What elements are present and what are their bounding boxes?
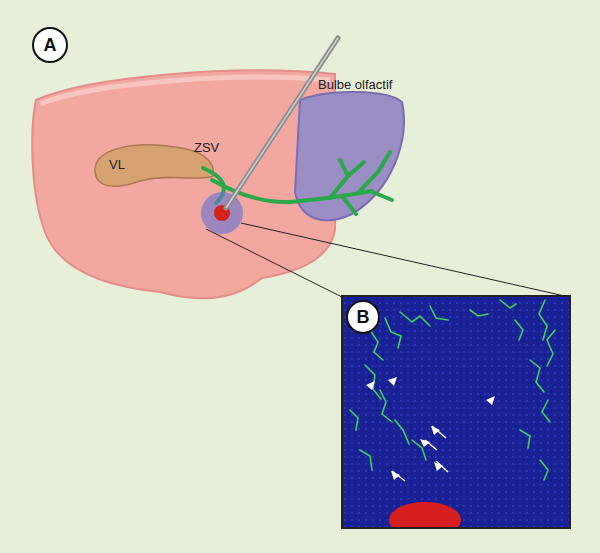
brain-outline xyxy=(32,70,335,298)
needle xyxy=(226,38,338,208)
panel-letter: A xyxy=(44,35,57,56)
panel-letter-circle: A xyxy=(32,27,68,63)
structure-label: Bulbe olfactif xyxy=(318,78,392,92)
structure-label: ZSV xyxy=(194,141,219,155)
panel-letter-circle: B xyxy=(346,300,380,334)
brain-highlight xyxy=(40,77,330,104)
structure-label: VL xyxy=(109,158,125,172)
injection-halo xyxy=(201,192,243,234)
zoom-line xyxy=(206,229,342,297)
needle-shine xyxy=(226,38,338,208)
zoom-line xyxy=(241,223,569,297)
inset-frame xyxy=(342,296,570,528)
panel-letter: B xyxy=(357,307,370,328)
micrograph xyxy=(342,296,570,528)
